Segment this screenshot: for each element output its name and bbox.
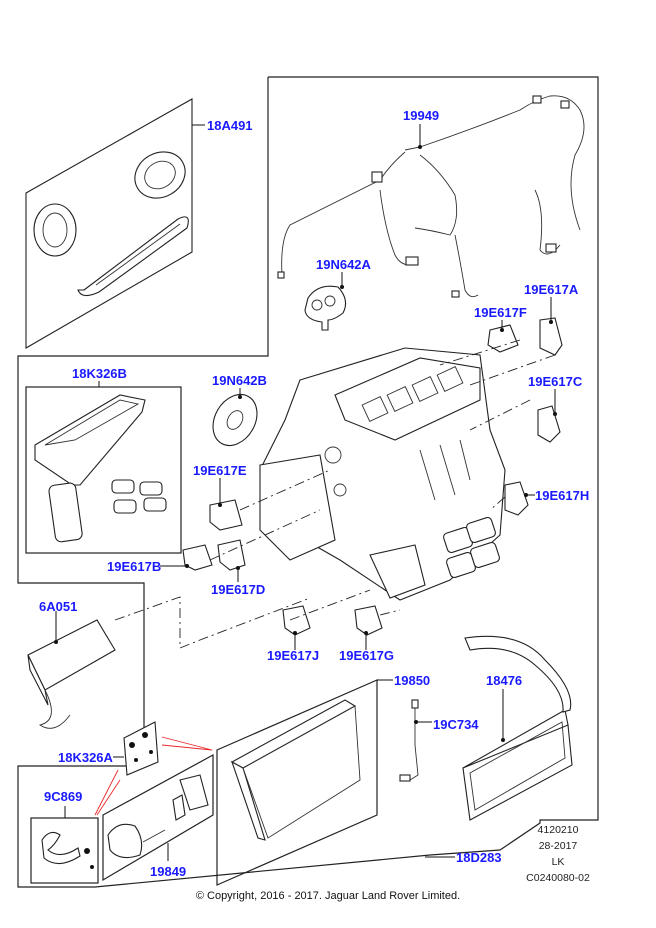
seal-kit-18A491 (25, 98, 193, 349)
actuator-19E617F (487, 324, 519, 353)
seal-19N642B (212, 394, 258, 446)
label-18A491[interactable]: 18A491 (207, 118, 253, 133)
pipe-kit-9C869 (30, 817, 99, 884)
label-19N642B[interactable]: 19N642B (212, 373, 267, 388)
label-18K326B[interactable]: 18K326B (72, 366, 127, 381)
label-19849[interactable]: 19849 (150, 864, 186, 879)
actuator-19E617E (209, 499, 243, 531)
label-19E617D[interactable]: 19E617D (211, 582, 265, 597)
illustration-id: C0240080-02 (526, 872, 590, 884)
label-18K326A[interactable]: 18K326A (58, 750, 114, 765)
illustration-author: LK (552, 856, 565, 868)
actuator-19E617A (539, 317, 563, 356)
hvac-housing (259, 347, 506, 601)
actuator-19E617B (182, 544, 213, 571)
expansion-kit-19849 (102, 753, 214, 882)
gasket-18K326A (123, 721, 159, 776)
illustration-number: 4120210 (538, 824, 579, 836)
label-19E617H[interactable]: 19E617H (535, 488, 589, 503)
actuator-19E617J (282, 605, 311, 636)
label-18476[interactable]: 18476 (486, 673, 522, 688)
label-18D283[interactable]: 18D283 (456, 850, 502, 865)
sensor-19C734 (399, 699, 419, 782)
red-indicator-lines (94, 736, 213, 816)
leader-lines (54, 124, 557, 861)
label-19E617B[interactable]: 19E617B (107, 559, 161, 574)
label-19E617C[interactable]: 19E617C (528, 374, 583, 389)
label-19E617A[interactable]: 19E617A (524, 282, 579, 297)
copyright-notice: © Copyright, 2016 - 2017. Jaguar Land Ro… (196, 890, 460, 902)
label-6A051[interactable]: 6A051 (39, 599, 77, 614)
label-19E617E[interactable]: 19E617E (193, 463, 247, 478)
illustration-date-code: 28-2017 (539, 840, 578, 852)
main-frame (17, 76, 599, 888)
actuator-19E617G (354, 605, 383, 636)
actuator-19E617C (537, 405, 561, 443)
label-9C869[interactable]: 9C869 (44, 789, 82, 804)
actuator-19E617H (504, 481, 529, 516)
label-19E617F[interactable]: 19E617F (474, 305, 527, 320)
heater-core-18476 (462, 635, 573, 821)
label-19N642A[interactable]: 19N642A (316, 257, 372, 272)
illustration-info-block: 4120210 28-2017 LK C0240080-02 (526, 824, 590, 884)
seal-kit-18K326B (25, 386, 182, 554)
label-19949[interactable]: 19949 (403, 108, 439, 123)
evaporator-box (216, 679, 378, 886)
wiring-harness-19949 (277, 95, 585, 298)
seal-19N642A (304, 285, 347, 331)
part-labels: 18A491 19949 19N642A 19E617F 19E617A 18K… (39, 108, 589, 879)
label-19E617G[interactable]: 19E617G (339, 648, 394, 663)
evaporator-core-19850 (230, 699, 361, 841)
label-19C734[interactable]: 19C734 (433, 717, 479, 732)
label-19850[interactable]: 19850 (394, 673, 430, 688)
actuator-19E617D (217, 539, 246, 571)
label-19E617J[interactable]: 19E617J (267, 648, 319, 663)
evaporator-6A051 (27, 619, 116, 729)
